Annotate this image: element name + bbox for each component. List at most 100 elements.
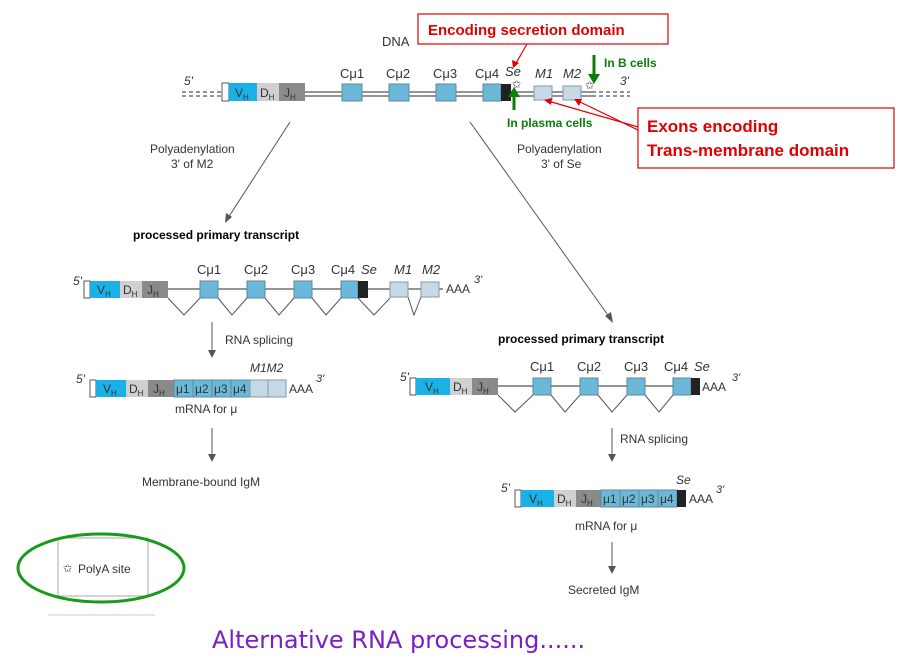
left-branch-arrow xyxy=(227,121,291,219)
dna-polya-star-se: ✩ xyxy=(512,79,521,91)
dna-label-cmu2: Cμ2 xyxy=(386,66,410,81)
right-pt-jh xyxy=(472,378,498,395)
left-mrna-mu2-text: μ2 xyxy=(195,382,209,396)
left-pt-dh xyxy=(120,281,142,298)
b-cell-label: In B cells xyxy=(604,56,657,70)
right-pt-leader xyxy=(409,377,417,396)
secretion-callout-box xyxy=(417,13,669,45)
dna-jh-text: JH xyxy=(284,86,296,102)
branch-arrows: Polyadenylation 3' of M2 Polyadenylation… xyxy=(150,121,613,323)
right-pt-label-cmu1: Cμ1 xyxy=(530,359,554,374)
left-mrna-mu4-text: μ4 xyxy=(233,382,247,396)
dna-polya-star-m2: ✩ xyxy=(585,80,594,92)
left-pt-splice-3 xyxy=(264,297,295,316)
left-pt-splice-4 xyxy=(311,297,342,316)
plasma-cell-arrowhead xyxy=(508,87,520,97)
right-mrna-vh xyxy=(521,490,554,507)
right-pt-splice-3 xyxy=(597,394,628,413)
left-pt-aaa: AAA xyxy=(446,282,470,296)
right-pt-aaa: AAA xyxy=(702,380,726,394)
left-mrna-vh-text: VH xyxy=(103,382,117,398)
dna-exon-m2 xyxy=(562,85,582,101)
dna-label: DNA xyxy=(382,34,410,49)
left-pt-label-cmu3: Cμ3 xyxy=(291,262,315,277)
right-product-label: Secreted IgM xyxy=(568,583,639,597)
left-primary-transcript: processed primary transcript 5' VH DH JH… xyxy=(73,228,483,317)
left-polyadenylation-line1: Polyadenylation xyxy=(150,142,235,156)
left-product-label: Membrane-bound IgM xyxy=(142,475,260,489)
dna-three-prime: 3' xyxy=(620,74,630,88)
left-pt-exon-m2 xyxy=(420,281,440,298)
dna-jh xyxy=(279,83,305,101)
right-pt-exon-se xyxy=(691,378,700,395)
left-pt-splice-6 xyxy=(407,296,422,317)
right-pt-dh xyxy=(450,378,472,395)
left-pt-label-cmu1: Cμ1 xyxy=(197,262,221,277)
left-pt-exon-m1 xyxy=(389,281,409,298)
right-product-arrowhead xyxy=(608,566,616,574)
right-mrna-se-label: Se xyxy=(676,473,691,487)
right-pt-exon-cmu1 xyxy=(532,377,552,396)
left-pt-vh xyxy=(90,281,120,298)
secretion-callout-arrow xyxy=(514,43,528,66)
legend-star-icon: ✩ xyxy=(63,563,72,575)
left-splicing-step: RNA splicing xyxy=(208,322,293,358)
left-pt-exon-cmu1 xyxy=(199,280,219,299)
right-mrna-mu4-text: μ4 xyxy=(660,492,674,506)
left-pt-label-m2: M2 xyxy=(422,262,441,277)
left-mrna-jh xyxy=(148,380,174,397)
left-pt-jh-text: JH xyxy=(147,283,159,299)
left-mrna-leader xyxy=(89,379,97,398)
right-mrna-jh-text: JH xyxy=(581,492,593,508)
right-polyadenylation-line1: Polyadenylation xyxy=(517,142,602,156)
left-mrna-m1 xyxy=(249,379,269,398)
right-pt-dh-text: DH xyxy=(453,380,468,396)
secretion-callout-text: Encoding secretion domain xyxy=(428,22,625,39)
left-pt-leader xyxy=(83,280,91,299)
right-mrna-mu3-text: μ3 xyxy=(641,492,655,506)
right-splicing-arrowhead xyxy=(608,454,616,462)
right-mrna-label: mRNA for μ xyxy=(575,519,637,533)
left-branch-arrowhead xyxy=(225,213,232,223)
right-pt-label-cmu2: Cμ2 xyxy=(577,359,601,374)
plasma-cell-label: In plasma cells xyxy=(507,116,593,130)
right-mrna-jh xyxy=(576,490,601,507)
left-pt-splice-2 xyxy=(217,297,248,316)
left-pt-vh-text: VH xyxy=(97,283,111,299)
transmembrane-callout-box xyxy=(637,107,895,169)
left-pt-splice-5 xyxy=(357,297,391,316)
left-mrna: M1M2 5' VH DH JH μ1 μ2 μ3 μ4 AAA 3' mRNA… xyxy=(76,361,325,489)
left-processed-label: processed primary transcript xyxy=(133,228,299,242)
right-branch-arrowhead xyxy=(605,312,613,323)
left-pt-label-cmu2: Cμ2 xyxy=(244,262,268,277)
right-pt-splice-1 xyxy=(497,394,534,413)
right-polyadenylation-line2: 3' of Se xyxy=(541,157,582,171)
right-pt-label-cmu4: Cμ4 xyxy=(664,359,688,374)
left-pt-label-cmu4: Cμ4 xyxy=(331,262,355,277)
right-pt-exon-cmu4 xyxy=(672,377,692,396)
right-mrna-dh xyxy=(554,490,576,507)
polya-legend: ✩ PolyA site xyxy=(16,532,186,616)
legend-box xyxy=(57,537,149,597)
left-mrna-jh-text: JH xyxy=(153,382,165,398)
dna-label-cmu1: Cμ1 xyxy=(340,66,364,81)
left-mrna-label: mRNA for μ xyxy=(175,402,237,416)
right-mrna-dh-text: DH xyxy=(557,492,572,508)
left-mrna-mu1-text: μ1 xyxy=(176,382,190,396)
right-mrna-aaa: AAA xyxy=(689,492,713,506)
left-pt-exon-se xyxy=(358,281,368,298)
right-pt-exon-cmu3 xyxy=(626,377,646,396)
right-mrna-mu2-text: μ2 xyxy=(622,492,636,506)
dna-exon-cmu1 xyxy=(341,83,363,102)
b-cell-arrowhead xyxy=(588,74,600,84)
left-pt-exon-cmu4 xyxy=(340,280,359,299)
left-pt-label-se: Se xyxy=(361,262,377,277)
transmembrane-callout-line1: Exons encoding xyxy=(647,117,778,136)
left-mrna-dh-text: DH xyxy=(129,382,144,398)
footer-title: Alternative RNA processing...... xyxy=(212,626,585,654)
right-primary-transcript: processed primary transcript 5' VH DH JH… xyxy=(400,332,741,413)
left-polyadenylation-line2: 3' of M2 xyxy=(171,157,214,171)
dna-exon-se xyxy=(501,84,511,101)
right-pt-label-se: Se xyxy=(694,359,710,374)
